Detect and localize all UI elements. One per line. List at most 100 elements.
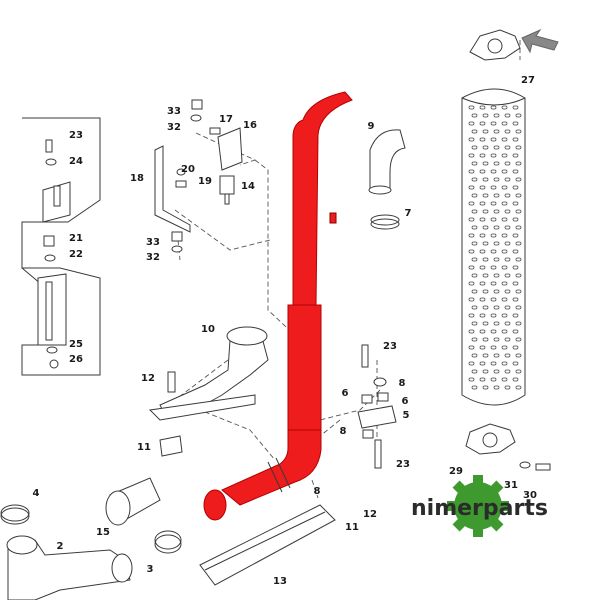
perforation-slot xyxy=(468,153,475,158)
perforation-slot xyxy=(512,377,519,382)
perforation-slot xyxy=(490,169,497,174)
perforation-slot xyxy=(468,217,475,222)
callout-c8a: 8 xyxy=(399,378,406,389)
callout-c23a: 23 xyxy=(69,130,83,141)
perforation-slot xyxy=(504,257,511,262)
gear-icon xyxy=(454,482,502,530)
perforation-slot xyxy=(504,145,511,150)
perforated-heat-shield xyxy=(461,29,551,471)
perforation-slot xyxy=(479,329,486,334)
perforation-slot xyxy=(468,233,475,238)
perforation-slot xyxy=(512,105,519,110)
perforation-slot xyxy=(515,257,522,262)
perforation-slot xyxy=(493,209,500,214)
perforation-slot xyxy=(479,217,486,222)
perforation-slot xyxy=(512,361,519,366)
perforation-slot xyxy=(515,273,522,278)
perforation-slot xyxy=(515,241,522,246)
callout-c30: 30 xyxy=(523,490,537,501)
perforation-slot xyxy=(471,257,478,262)
perforation-slot xyxy=(504,289,511,294)
perforation-slot xyxy=(493,289,500,294)
perforation-slot xyxy=(504,337,511,342)
perforation-slot xyxy=(490,121,497,126)
perforation-slot xyxy=(493,177,500,182)
callout-c11a: 11 xyxy=(137,442,151,453)
callout-c32a: 32 xyxy=(167,122,181,133)
callout-c19: 19 xyxy=(198,176,212,187)
perforation-slot xyxy=(471,337,478,342)
callout-c12b: 12 xyxy=(363,509,377,520)
perforation-slot xyxy=(468,121,475,126)
perforation-slot xyxy=(504,193,511,198)
perforation-slot xyxy=(468,377,475,382)
callout-c9: 9 xyxy=(368,121,375,132)
perforation-slot xyxy=(468,249,475,254)
perforation-slot xyxy=(468,345,475,350)
perforation-slot xyxy=(468,329,475,334)
callout-c16: 16 xyxy=(243,120,257,131)
perforation-slot xyxy=(504,161,511,166)
perforation-slot xyxy=(479,233,486,238)
perforation-slot xyxy=(512,233,519,238)
perforation-slot xyxy=(512,281,519,286)
perforation-slot xyxy=(501,377,508,382)
callout-c10: 10 xyxy=(201,324,215,335)
perforation-slot xyxy=(504,273,511,278)
perforation-slot xyxy=(471,129,478,134)
perforation-slot xyxy=(471,161,478,166)
callout-c12a: 12 xyxy=(141,373,155,384)
direction-arrow-icon xyxy=(521,28,559,54)
perforation-slot xyxy=(504,225,511,230)
perforation-slot xyxy=(471,225,478,230)
perforation-slot xyxy=(515,129,522,134)
perforation-slot xyxy=(501,249,508,254)
support-tube xyxy=(148,326,269,457)
perforation-slot xyxy=(515,385,522,390)
perforation-slot xyxy=(515,113,522,118)
perforation-slot xyxy=(493,273,500,278)
perforation-slot xyxy=(515,145,522,150)
perforation-slot xyxy=(490,377,497,382)
callout-c11b: 11 xyxy=(345,522,359,533)
perforation-slot xyxy=(490,265,497,270)
perforation-slot xyxy=(515,161,522,166)
perforation-slot xyxy=(493,353,500,358)
callout-c31: 31 xyxy=(504,480,518,491)
perforation-slot xyxy=(490,297,497,302)
elbow-and-clamp xyxy=(368,129,406,230)
perforation-slot xyxy=(482,337,489,342)
perforation-slot xyxy=(501,233,508,238)
perforation-slot xyxy=(512,249,519,254)
perforation-slot xyxy=(468,313,475,318)
callout-c17: 17 xyxy=(219,114,233,125)
perforation-slot xyxy=(493,257,500,262)
perforation-slot xyxy=(482,305,489,310)
callout-c5: 5 xyxy=(403,410,410,421)
perforation-slot xyxy=(471,193,478,198)
perforation-slot xyxy=(479,265,486,270)
perforation-slot xyxy=(493,225,500,230)
callout-c21: 21 xyxy=(69,233,83,244)
perforation-slot xyxy=(515,177,522,182)
perforation-slot xyxy=(471,113,478,118)
perforation-slot xyxy=(490,233,497,238)
callout-c22: 22 xyxy=(69,249,83,260)
perforation-slot xyxy=(471,385,478,390)
perforation-slot xyxy=(501,361,508,366)
perforation-slot xyxy=(504,241,511,246)
perforation-slot xyxy=(471,321,478,326)
perforation-slot xyxy=(493,241,500,246)
perforation-slot xyxy=(501,105,508,110)
perforation-slot xyxy=(493,369,500,374)
callout-c33a: 33 xyxy=(167,106,181,117)
perforation-slot xyxy=(479,345,486,350)
perforation-slot xyxy=(490,201,497,206)
perforation-slot xyxy=(479,281,486,286)
perforation-slot xyxy=(479,313,486,318)
callout-c2: 2 xyxy=(57,541,64,552)
perforation-slot xyxy=(482,193,489,198)
callout-c23c: 23 xyxy=(396,459,410,470)
